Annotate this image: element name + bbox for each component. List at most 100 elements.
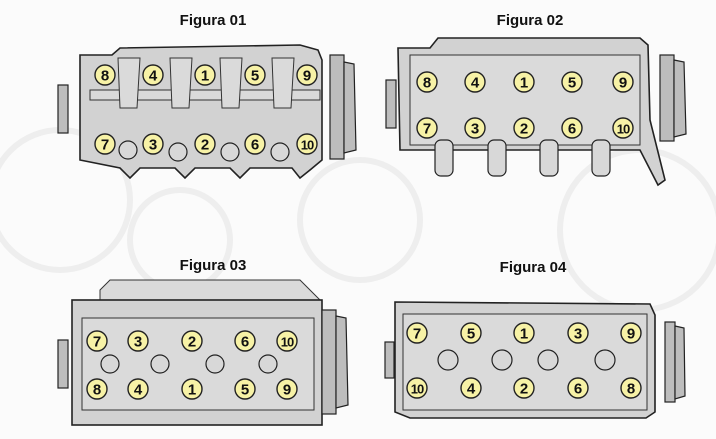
bolt-badge-circle [612,71,634,93]
bolt-number: 3 [149,137,157,154]
bolt-number: 1 [520,326,528,343]
bolt-badge-8: 8 [86,378,108,400]
bolt-badge-2: 2 [194,133,216,155]
bolt-badge-circle [276,330,298,352]
bolt-number: 2 [520,381,528,398]
bolt-badge-3: 3 [567,322,589,344]
bolt-badge-circle [464,117,486,139]
bolt-number: 2 [188,334,196,351]
bolt-badge-7: 7 [406,322,428,344]
left-end-block [57,84,69,134]
bolt-badge-5: 5 [460,322,482,344]
bolt-number: 6 [568,121,576,138]
bolt-badge-8: 8 [620,377,642,399]
figure-title: Figura 02 [497,12,564,29]
bolt-badge-2: 2 [513,377,535,399]
camshaft-gear [664,321,676,403]
bolt-badge-circle [620,377,642,399]
gear-hub [343,61,357,154]
figure-title: Figura 04 [500,259,567,276]
bolt-badge-circle [464,71,486,93]
bolt-badge-9: 9 [276,378,298,400]
bolt-badge-circle [296,133,318,155]
bolt-badge-5: 5 [244,64,266,86]
bolt-badge-circle [416,71,438,93]
bolt-badge-1: 1 [194,64,216,86]
bolt-badge-circle [513,71,535,93]
bolt-badge-6: 6 [561,117,583,139]
bolt-number: 6 [241,334,249,351]
bolt-badge-4: 4 [142,64,164,86]
bolt-badge-4: 4 [127,378,149,400]
bolt-badge-2: 2 [181,330,203,352]
bolt-badge-circle [513,117,535,139]
bolt-number: 1 [201,68,209,85]
bolt-badge-circle [86,378,108,400]
bolt-number: 6 [251,137,259,154]
gear-hub [673,59,687,138]
bolt-badge-circle [234,330,256,352]
bolt-number: 2 [201,137,209,154]
bolt-badge-circle [296,64,318,86]
figure-03: Figura 02 [385,12,687,187]
bolt-badge-8: 8 [416,71,438,93]
bolt-number: 4 [134,382,143,399]
bolt-number: 9 [619,75,627,92]
bolt-number: 3 [574,326,582,343]
bolt-badge-1: 1 [513,322,535,344]
bolt-badge-10: 10 [296,133,318,155]
bolt-badge-6: 6 [234,330,256,352]
bolt-badge-6: 6 [567,377,589,399]
bolt-badge-circle [127,378,149,400]
left-end-block [57,339,69,389]
bolt-number: 7 [423,121,431,138]
bolt-badge-circle [234,378,256,400]
bolt-badge-circle [406,377,428,399]
bolt-badge-10: 10 [612,117,634,139]
bolt-number: 10 [617,122,630,137]
bolt-number: 8 [423,75,431,92]
bolt-number: 10 [281,335,294,350]
bolt-badge-circle [561,117,583,139]
bolt-badge-9: 9 [620,322,642,344]
bolt-number: 5 [241,382,249,399]
bolt-badge-circle [620,322,642,344]
rocker-arms [117,57,295,109]
bolt-badge-circle [513,322,535,344]
bolt-number: 5 [251,68,259,85]
bolt-badge-9: 9 [296,64,318,86]
bolt-badge-circle [561,71,583,93]
bolt-badge-circle [94,133,116,155]
bolt-badge-circle [567,322,589,344]
bolt-badge-7: 7 [94,133,116,155]
bolt-badge-circle [276,378,298,400]
bolt-number: 6 [574,381,582,398]
bolt-number: 9 [283,382,291,399]
bolt-badge-circle [460,377,482,399]
bolt-badge-2: 2 [513,117,535,139]
bolt-number: 1 [520,75,528,92]
camshaft-gear [659,54,675,142]
bolt-number: 8 [101,68,109,85]
bolt-number: 4 [467,381,476,398]
bolt-badge-circle [142,133,164,155]
bolt-badge-10: 10 [276,330,298,352]
bolt-number: 9 [627,326,635,343]
bolt-number: 8 [627,381,635,398]
bolt-badge-3: 3 [127,330,149,352]
bolt-badge-3: 3 [464,117,486,139]
bolt-number: 3 [471,121,479,138]
bolt-badge-circle [127,330,149,352]
bolt-badge-circle [244,133,266,155]
bolt-badge-circle [194,64,216,86]
bolt-badge-5: 5 [234,378,256,400]
bolt-badge-circle [612,117,634,139]
bolt-badge-circle [86,330,108,352]
gear-hub [335,315,349,409]
bolt-number: 4 [149,68,158,85]
bolt-badge-circle [142,64,164,86]
bolt-badge-10: 10 [406,377,428,399]
bolt-number: 7 [413,326,421,343]
camshaft-gear [321,309,337,415]
